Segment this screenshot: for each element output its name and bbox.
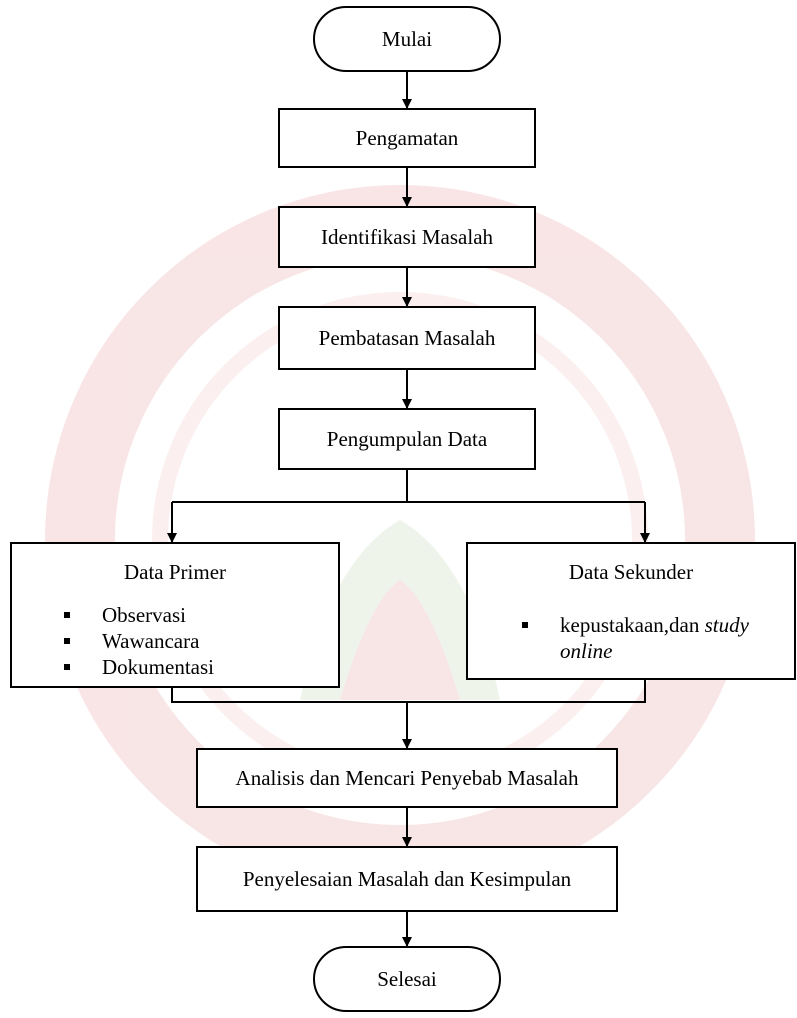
data-primer-box: Data Primer Observasi Wawancara Dokument… bbox=[10, 542, 340, 688]
step-identifikasi-masalah: Identifikasi Masalah bbox=[278, 206, 536, 268]
data-sekunder-list: kepustakaan,dan study online bbox=[522, 612, 784, 664]
data-primer-list: Observasi Wawancara Dokumentasi bbox=[64, 602, 214, 680]
step-analisis-label: Analisis dan Mencari Penyebab Masalah bbox=[235, 765, 579, 790]
end-label: Selesai bbox=[377, 966, 437, 991]
bullet-square-icon bbox=[64, 612, 70, 618]
bullet-square-icon bbox=[64, 638, 70, 644]
step-pengumpulan-data: Pengumpulan Data bbox=[278, 408, 536, 470]
bullet-square-icon bbox=[522, 622, 528, 628]
bullet-square-icon bbox=[64, 664, 70, 670]
step-pembatasan-label: Pembatasan Masalah bbox=[318, 325, 496, 350]
list-item: Observasi bbox=[64, 602, 214, 628]
data-sekunder-item-text: kepustakaan,dan bbox=[560, 613, 705, 637]
data-primer-title: Data Primer bbox=[123, 560, 227, 584]
list-item: Dokumentasi bbox=[64, 654, 214, 680]
data-sekunder-box: Data Sekunder kepustakaan,dan study onlin… bbox=[466, 542, 796, 680]
list-item: Wawancara bbox=[64, 628, 214, 654]
end-terminal: Selesai bbox=[313, 946, 501, 1012]
data-primer-item-wawancara: Wawancara bbox=[102, 629, 200, 653]
step-identifikasi-label: Identifikasi Masalah bbox=[320, 224, 494, 249]
start-label: Mulai bbox=[381, 26, 433, 51]
data-primer-item-dokumentasi: Dokumentasi bbox=[102, 655, 214, 679]
step-pengamatan: Pengamatan bbox=[278, 108, 536, 168]
step-penyelesaian-label: Penyelesaian Masalah dan Kesimpulan bbox=[242, 866, 572, 891]
list-item: kepustakaan,dan study online bbox=[522, 612, 784, 664]
data-sekunder-title: Data Sekunder bbox=[568, 560, 694, 584]
step-pengamatan-label: Pengamatan bbox=[355, 125, 459, 150]
step-pembatasan-masalah: Pembatasan Masalah bbox=[278, 306, 536, 370]
step-pengumpulan-label: Pengumpulan Data bbox=[326, 426, 488, 451]
data-primer-item-observasi: Observasi bbox=[102, 603, 186, 627]
data-sekunder-item-italic-online: online bbox=[560, 639, 613, 663]
data-sekunder-item-italic-study: study bbox=[704, 613, 749, 637]
step-penyelesaian: Penyelesaian Masalah dan Kesimpulan bbox=[196, 846, 618, 912]
step-analisis: Analisis dan Mencari Penyebab Masalah bbox=[196, 748, 618, 808]
start-terminal: Mulai bbox=[313, 6, 501, 72]
